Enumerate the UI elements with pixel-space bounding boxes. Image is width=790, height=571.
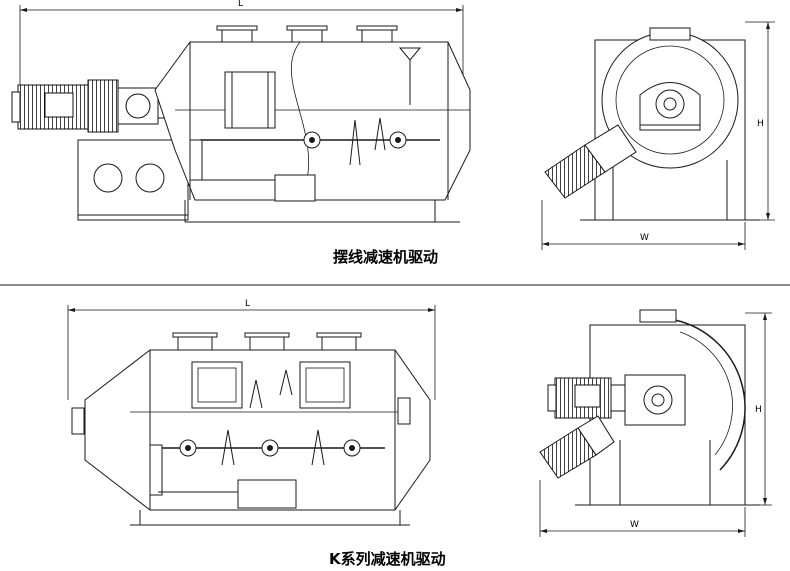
bottom-length-dimension: L [67,299,436,400]
top-side-view: H W [541,21,775,250]
caption-k-series-drive: K系列减速机驱动 [329,550,446,568]
top-width-label: W [640,233,649,243]
top-width-dimension: W [541,200,746,250]
top-inspection-door [224,71,276,129]
bottom-inspection-doors [191,361,351,409]
top-height-dimension: H [745,21,775,221]
top-side-motor [544,124,637,199]
bottom-side-motor-angled [539,415,615,479]
bottom-length-label: L [245,299,250,309]
top-front-view: L [11,0,471,223]
bottom-end-flange [71,397,411,435]
bottom-width-label: W [630,520,639,530]
bottom-side-motor [547,377,626,419]
bottom-discharge-valve [149,444,297,509]
bottom-width-dimension: W [539,480,746,537]
bottom-side-view: H W [539,309,772,537]
top-inlets [216,25,398,43]
top-height-label: H [757,119,764,129]
bottom-height-dimension: H [745,312,772,506]
top-length-label: L [238,0,243,9]
bottom-front-view: L [67,299,436,526]
top-motor-base [77,139,189,221]
caption-cycloidal-drive: 摆线减速机驱动 [333,248,439,266]
bottom-side-gearbox [624,374,686,426]
bottom-inlets [172,332,362,351]
bottom-height-label: H [755,405,762,415]
top-discharge-valve [189,139,316,202]
top-agitator [200,47,440,166]
bottom-agitator [160,429,385,466]
